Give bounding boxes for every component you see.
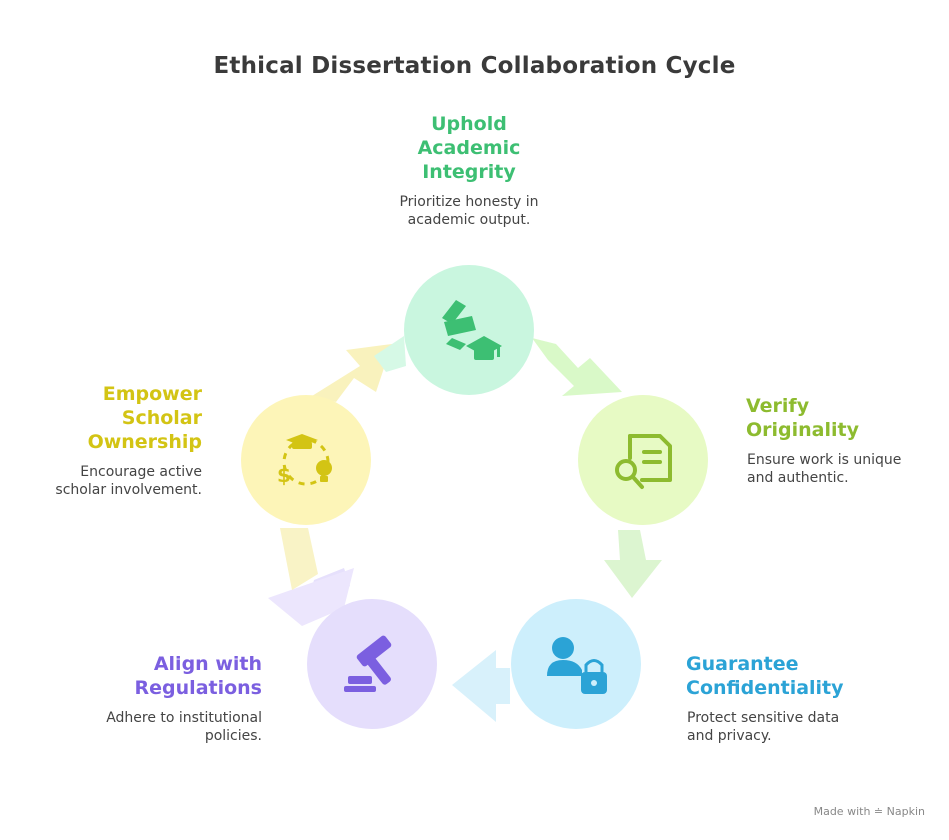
arrow-ownership-to-integrity-tip [374, 336, 406, 372]
stage-description-originality: Ensure work is unique and authentic. [747, 452, 902, 486]
napkin-logo-icon: ≐ [873, 805, 884, 818]
stage-title-originality: Verify Originality [746, 395, 859, 441]
gavel-icon [344, 635, 392, 692]
stage-description-ownership: Encourage active scholar involvement. [55, 464, 202, 498]
stage-title-regulations: Align with Regulations [134, 653, 262, 699]
arrow-regulations-to-ownership-tail [268, 568, 354, 626]
arrow-confidentiality-to-regulations [452, 650, 510, 722]
scholar-cycle-icon: $ [277, 434, 332, 487]
made-with-label: Made with [813, 805, 871, 818]
stage-description-confidentiality: Protect sensitive data and privacy. [687, 710, 840, 744]
arrow-integrity-to-originality [532, 338, 622, 396]
user-lock-icon [547, 637, 607, 694]
document-search-icon [615, 434, 672, 489]
stage-description-regulations: Adhere to institutional policies. [106, 710, 262, 744]
arrow-originality-to-confidentiality [604, 530, 662, 598]
made-with-footer[interactable]: Made with ≐ Napkin [814, 805, 925, 818]
stage-title-confidentiality: Guarantee Confidentiality [686, 653, 844, 699]
stage-title-integrity: Uphold Academic Integrity [417, 113, 521, 183]
graduation-cap-icon [442, 300, 502, 360]
napkin-brand: Napkin [886, 805, 925, 818]
stage-title-ownership: Empower Scholar Ownership [87, 383, 202, 453]
arrow-ownership-to-integrity [312, 344, 392, 402]
diagram-title: Ethical Dissertation Collaboration Cycle [213, 53, 736, 79]
stage-circle-ownership [241, 395, 371, 525]
stage-circle-originality [578, 395, 708, 525]
stage-description-integrity: Prioritize honesty in academic output. [399, 194, 539, 228]
arrow-ownership-tail [280, 528, 318, 590]
svg-text:$: $ [277, 463, 291, 487]
